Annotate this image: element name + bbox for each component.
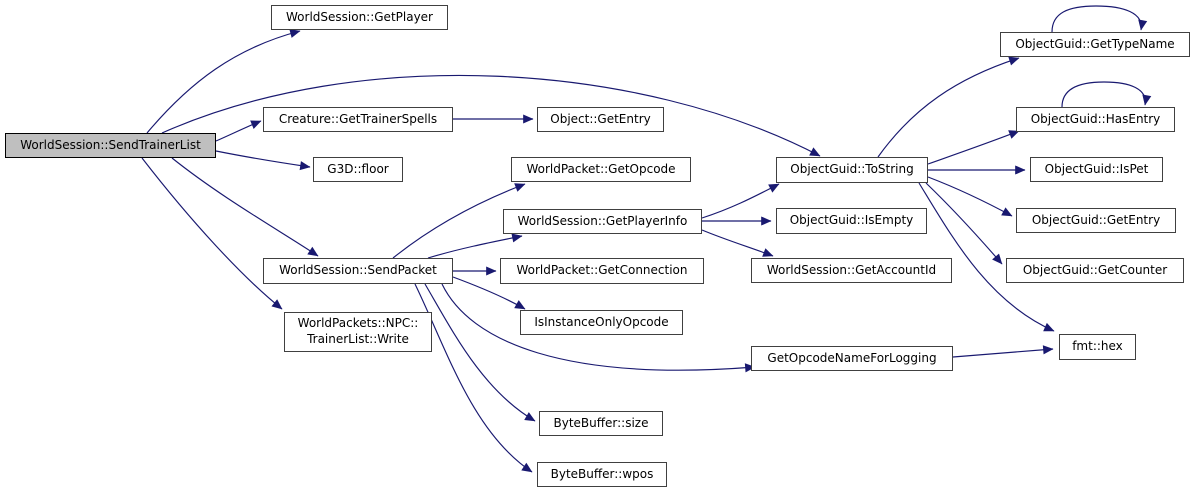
node-label: WorldSession::SendPacket	[279, 263, 437, 278]
node-objectguid-ispet[interactable]: ObjectGuid::IsPet	[1030, 157, 1163, 182]
node-worldsession-getplayerinfo[interactable]: WorldSession::GetPlayerInfo	[503, 209, 702, 234]
node-label: GetOpcodeNameForLogging	[767, 350, 937, 365]
edge-worldsession-sendpacket-to-getopcodenameforlogging	[441, 283, 756, 373]
node-isinstanceonlyopcode[interactable]: IsInstanceOnlyOpcode	[520, 310, 683, 335]
node-label: ObjectGuid::HasEntry	[1030, 111, 1161, 126]
edge-objectguid-tostring-to-objectguid-getentry	[927, 176, 1013, 217]
edge-objectguid-tostring-to-objectguid-hasentry	[927, 130, 1020, 165]
edge-worldsession-sendtrainerlist-to-objectguid-tostring	[161, 74, 821, 157]
node-bytebuffer-wpos[interactable]: ByteBuffer::wpos	[537, 462, 667, 487]
node-label: WorldPacket::GetConnection	[516, 263, 688, 278]
node-worldpackets-npc-trainerlist-write[interactable]: WorldPackets::NPC:: TrainerList::Write	[284, 312, 432, 352]
node-object-getentry[interactable]: Object::GetEntry	[537, 107, 664, 132]
node-label: G3D::floor	[327, 161, 389, 176]
edge-objectguid-tostring-to-fmt-hex	[918, 182, 1055, 332]
edge-objectguid-tostring-to-objectguid-getcounter	[925, 182, 1003, 265]
node-label: fmt::hex	[1072, 339, 1123, 354]
node-objectguid-isempty[interactable]: ObjectGuid::IsEmpty	[776, 208, 927, 234]
edge-worldsession-sendtrainerlist-to-creature-gettrainerspells	[215, 120, 262, 142]
node-worldsession-sendtrainerlist[interactable]: WorldSession::SendTrainerList	[5, 133, 216, 158]
node-objectguid-getcounter[interactable]: ObjectGuid::GetCounter	[1006, 258, 1184, 283]
node-label: WorldSession::SendTrainerList	[20, 137, 201, 152]
edge-worldsession-sendtrainerlist-to-g3d-floor	[215, 150, 311, 171]
node-getopcodenameforlogging[interactable]: GetOpcodeNameForLogging	[751, 346, 953, 371]
node-label: ObjectGuid::ToString	[790, 162, 914, 177]
node-label: ByteBuffer::size	[553, 415, 649, 430]
node-objectguid-tostring[interactable]: ObjectGuid::ToString	[776, 157, 928, 183]
node-g3d-floor[interactable]: G3D::floor	[313, 157, 403, 182]
node-label: ObjectGuid::GetEntry	[1031, 212, 1161, 227]
node-bytebuffer-size[interactable]: ByteBuffer::size	[539, 411, 663, 436]
node-label: WorldPacket::GetOpcode	[526, 161, 676, 176]
node-worldpacket-getconnection[interactable]: WorldPacket::GetConnection	[500, 258, 704, 284]
node-label: ByteBuffer::wpos	[550, 466, 654, 481]
node-worldsession-getaccountid[interactable]: WorldSession::GetAccountId	[751, 258, 952, 283]
node-label: ObjectGuid::IsEmpty	[789, 213, 914, 228]
edge-worldsession-sendtrainerlist-to-worldsession-sendpacket	[171, 157, 319, 257]
edge-worldsession-sendpacket-to-bytebuffer-wpos	[414, 283, 533, 473]
edge-worldsession-getplayerinfo-to-objectguid-tostring	[701, 183, 780, 219]
node-label: WorldPackets::NPC:: TrainerList::Write	[297, 316, 419, 346]
edge-objectguid-hasentry-to-objectguid-hasentry-self-loop	[1061, 81, 1152, 108]
node-label: WorldSession::GetPlayerInfo	[517, 213, 688, 228]
node-label: ObjectGuid::IsPet	[1044, 161, 1149, 176]
node-label: Creature::GetTrainerSpells	[278, 111, 438, 126]
node-label: ObjectGuid::GetTypeName	[1015, 36, 1175, 51]
edge-worldsession-sendpacket-to-worldsession-getplayerinfo	[427, 233, 523, 259]
node-label: WorldSession::GetAccountId	[766, 262, 937, 277]
edge-worldsession-sendpacket-to-worldpacket-getopcode	[392, 183, 526, 259]
node-label: Object::GetEntry	[550, 111, 651, 126]
edge-worldsession-getplayerinfo-to-worldsession-getaccountid	[701, 229, 774, 257]
edge-objectguid-gettypename-to-objectguid-gettypename-self-loop	[1051, 5, 1148, 33]
node-label: ObjectGuid::GetCounter	[1022, 262, 1168, 277]
node-fmt-hex[interactable]: fmt::hex	[1059, 334, 1136, 360]
edge-worldsession-sendpacket-to-isinstanceonlyopcode	[452, 276, 526, 310]
node-objectguid-getentry[interactable]: ObjectGuid::GetEntry	[1016, 208, 1176, 233]
node-objectguid-gettypename[interactable]: ObjectGuid::GetTypeName	[1000, 32, 1190, 57]
edge-worldsession-sendtrainerlist-to-worldpackets-npc-trainerlist-write	[141, 157, 283, 310]
node-worldsession-getplayer[interactable]: WorldSession::GetPlayer	[271, 5, 448, 30]
node-objectguid-hasentry[interactable]: ObjectGuid::HasEntry	[1016, 107, 1175, 132]
edge-objectguid-tostring-to-objectguid-gettypename	[877, 56, 1020, 158]
node-worldsession-sendpacket[interactable]: WorldSession::SendPacket	[263, 258, 453, 284]
node-label: IsInstanceOnlyOpcode	[534, 314, 669, 329]
edge-worldsession-sendpacket-to-bytebuffer-size	[424, 283, 536, 422]
edge-getopcodenameforlogging-to-fmt-hex	[952, 345, 1054, 358]
edge-worldsession-sendtrainerlist-to-worldsession-getplayer	[146, 29, 301, 134]
node-worldpacket-getopcode[interactable]: WorldPacket::GetOpcode	[511, 157, 691, 182]
node-label: WorldSession::GetPlayer	[286, 9, 433, 24]
node-creature-gettrainerspells[interactable]: Creature::GetTrainerSpells	[263, 107, 453, 132]
